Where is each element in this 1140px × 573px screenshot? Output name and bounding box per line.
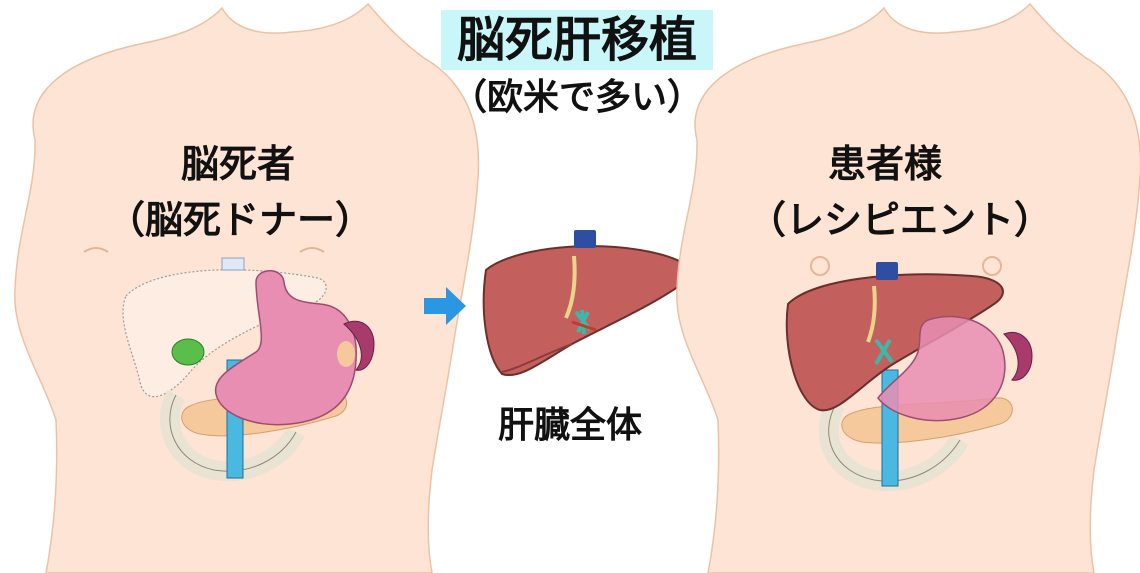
donor-gallbladder — [172, 339, 204, 365]
recipient-figure — [677, 4, 1140, 573]
liver-ivc-cut — [574, 230, 596, 248]
donor-sublabel: （脳死ドナー） — [95, 196, 385, 244]
recipient-label: 患者様 — [790, 140, 980, 188]
recipient-sublabel: （レシピエント） — [722, 196, 1078, 244]
liver-label: 肝臓全体 — [460, 402, 680, 450]
donor-label: 脳死者 — [120, 140, 356, 188]
page-subtitle: （欧米で多い） — [440, 74, 714, 122]
donor-ivc-stub — [222, 258, 244, 270]
whole-liver — [484, 230, 692, 375]
donor-figure — [15, 4, 479, 573]
page-title: 脳死肝移植 — [441, 10, 713, 70]
